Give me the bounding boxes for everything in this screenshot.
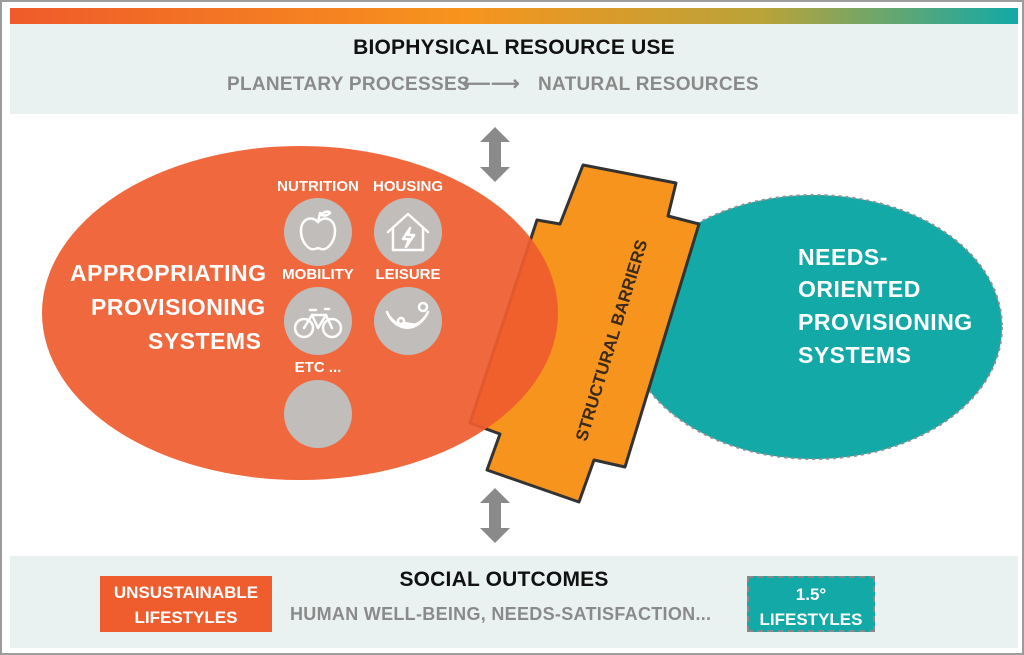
bottom-double-arrow-icon xyxy=(480,488,510,543)
hammock-icon xyxy=(374,287,442,355)
sustainable-line-1: 1.5° xyxy=(795,585,827,604)
unsustainable-line-2: LIFESTYLES xyxy=(134,608,238,627)
needs-oriented-line-4: SYSTEMS xyxy=(798,342,912,368)
sustainable-lifestyles-box: 1.5° LIFESTYLES xyxy=(747,576,875,632)
need-label-etc: ETC ... xyxy=(294,359,342,376)
need-label-housing: HOUSING xyxy=(372,178,443,195)
appropriating-line-2: PROVISIONING xyxy=(91,294,266,320)
unsustainable-lifestyles-box: UNSUSTAINABLE LIFESTYLES xyxy=(100,576,272,632)
need-label-leisure: LEISURE xyxy=(375,266,441,283)
resource-use-title: BIOPHYSICAL RESOURCE USE xyxy=(353,36,675,59)
need-label-nutrition: NUTRITION xyxy=(277,178,359,195)
blank-circle-icon xyxy=(284,380,352,448)
apple-icon xyxy=(284,198,352,266)
top-double-arrow-icon xyxy=(480,127,510,182)
unsustainable-line-1: UNSUSTAINABLE xyxy=(113,583,259,602)
social-outcomes-subtitle: HUMAN WELL-BEING, NEEDS-SATISFACTION... xyxy=(290,604,712,624)
social-outcomes-title: SOCIAL OUTCOMES xyxy=(399,568,609,591)
sustainable-line-2: LIFESTYLES xyxy=(759,610,863,629)
needs-oriented-line-2: ORIENTED xyxy=(798,276,921,302)
house-icon xyxy=(374,198,442,266)
double-arrow-icon: ⟵⟶ xyxy=(462,73,520,95)
needs-oriented-line-1: NEEDS- xyxy=(798,244,888,270)
gradient-top-bar xyxy=(10,8,1018,24)
appropriating-line-1: APPROPRIATING xyxy=(70,260,267,286)
structural-barriers-shape xyxy=(468,163,701,504)
appropriating-line-3: SYSTEMS xyxy=(148,328,262,354)
need-label-mobility: MOBILITY xyxy=(282,266,354,283)
resource-use-band: BIOPHYSICAL RESOURCE USE PLANETARY PROCE… xyxy=(10,24,1018,114)
bicycle-icon xyxy=(284,287,352,355)
needs-oriented-line-3: PROVISIONING xyxy=(798,309,973,335)
planetary-processes-label: PLANETARY PROCESSES xyxy=(227,74,470,95)
natural-resources-label: NATURAL RESOURCES xyxy=(538,74,759,95)
